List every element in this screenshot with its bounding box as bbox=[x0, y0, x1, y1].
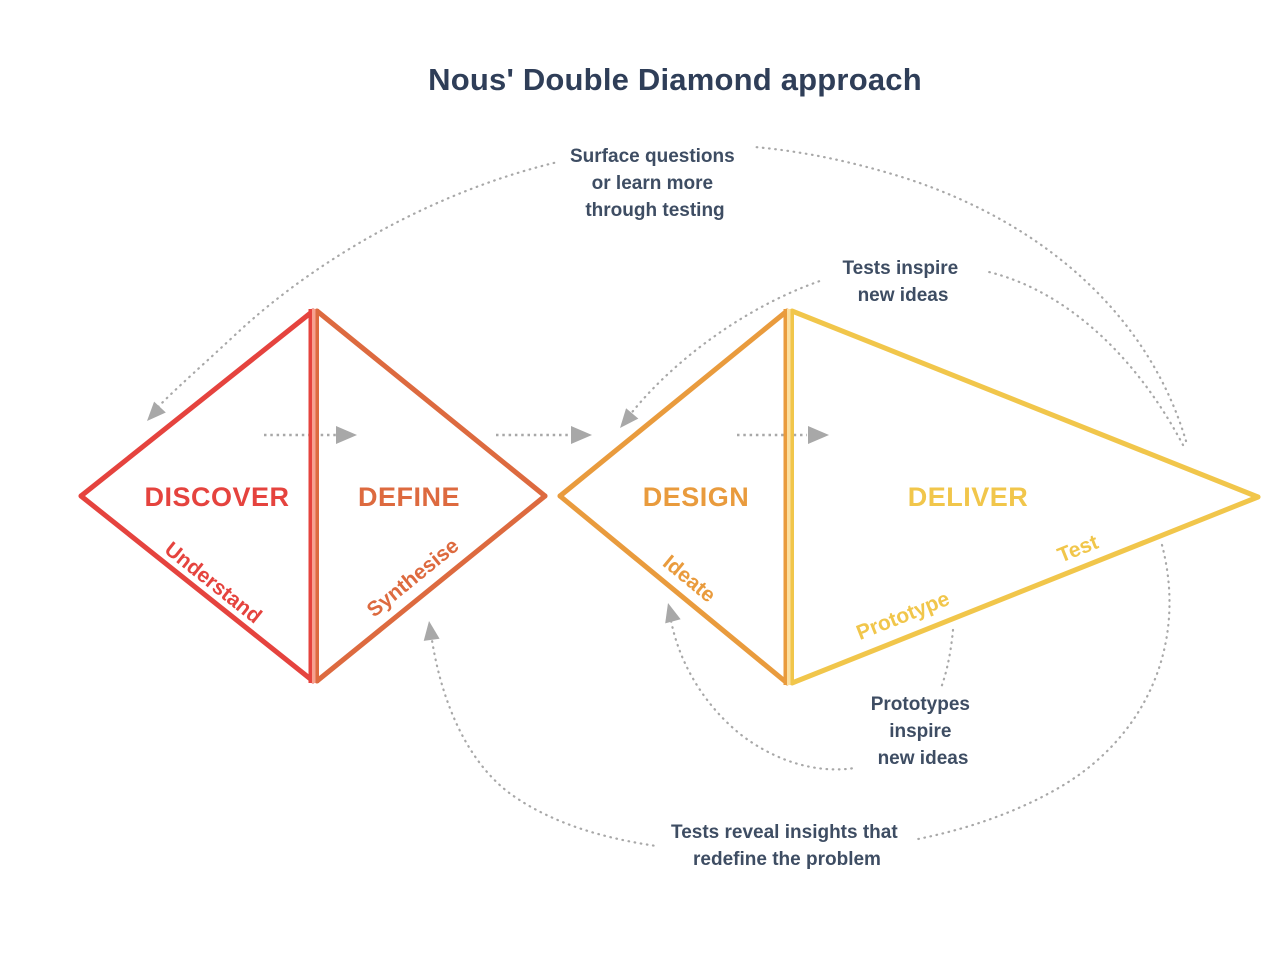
phase-label-discover: DISCOVER bbox=[144, 482, 289, 512]
annotation-tests-inspire: Tests inspire new ideas bbox=[842, 258, 963, 306]
discover-bottom-edge bbox=[78, 493, 316, 684]
occluder bbox=[822, 252, 987, 308]
phase-label-deliver: DELIVER bbox=[908, 482, 1029, 512]
flow-arrowhead-discover-define bbox=[336, 426, 357, 444]
left-divider-bar-highlight bbox=[312, 309, 316, 683]
annotation-prototypes-inspire: Prototypes inspire new ideas bbox=[871, 694, 976, 769]
annotation-line: redefine the problem bbox=[693, 849, 881, 870]
arc-tests-inspire bbox=[621, 262, 1185, 447]
arrowhead-to-design bbox=[620, 408, 639, 428]
annotation-line: inspire bbox=[889, 721, 951, 742]
flow-arrowhead-design-deliver bbox=[808, 426, 829, 444]
arrowhead-to-ideate-edge bbox=[665, 603, 681, 624]
arc-surface-questions bbox=[150, 143, 1188, 443]
annotation-line: Surface questions bbox=[570, 146, 735, 167]
left-divider-bar-right bbox=[315, 309, 319, 683]
edge-label-understand: Understand bbox=[160, 538, 266, 629]
annotation-line: Tests inspire bbox=[842, 258, 958, 279]
arc-tests-reveal bbox=[428, 543, 1171, 855]
left-divider-bar bbox=[308, 309, 312, 683]
right-divider-bar-right bbox=[790, 309, 794, 685]
annotation-line: new ideas bbox=[858, 285, 949, 306]
phase-label-define: DEFINE bbox=[358, 482, 460, 512]
arrowhead-to-discover bbox=[147, 401, 166, 421]
deliver-bottom-edge bbox=[789, 494, 1261, 686]
deliver-top-edge bbox=[789, 308, 1261, 500]
occluder bbox=[658, 816, 916, 872]
flow-arrowhead-define-design bbox=[571, 426, 592, 444]
edge-label-ideate: Ideate bbox=[658, 551, 719, 607]
right-divider-bar bbox=[783, 309, 787, 685]
edge-label-synthesise: Synthesise bbox=[363, 534, 464, 622]
annotation-line: Tests reveal insights that bbox=[671, 822, 898, 843]
right-divider-bar-highlight bbox=[787, 309, 791, 685]
page-title: Nous' Double Diamond approach bbox=[428, 62, 922, 97]
annotation-line: through testing bbox=[585, 200, 724, 221]
design-bottom-edge bbox=[557, 493, 790, 686]
discover-top-edge bbox=[78, 308, 316, 499]
define-bottom-edge bbox=[314, 493, 548, 684]
phase-label-design: DESIGN bbox=[643, 482, 750, 512]
annotation-line: Prototypes bbox=[871, 694, 970, 715]
annotation-line: new ideas bbox=[878, 748, 969, 769]
define-top-edge bbox=[314, 308, 548, 499]
annotation-tests-reveal: Tests reveal insights that redefine the … bbox=[671, 822, 903, 870]
occluder bbox=[558, 138, 754, 226]
annotation-surface-questions: Surface questions or learn more through … bbox=[570, 146, 740, 221]
design-top-edge bbox=[557, 308, 790, 499]
arrowhead-to-define-edge bbox=[423, 621, 440, 641]
annotation-line: or learn more bbox=[592, 173, 713, 194]
occluder bbox=[853, 688, 993, 772]
